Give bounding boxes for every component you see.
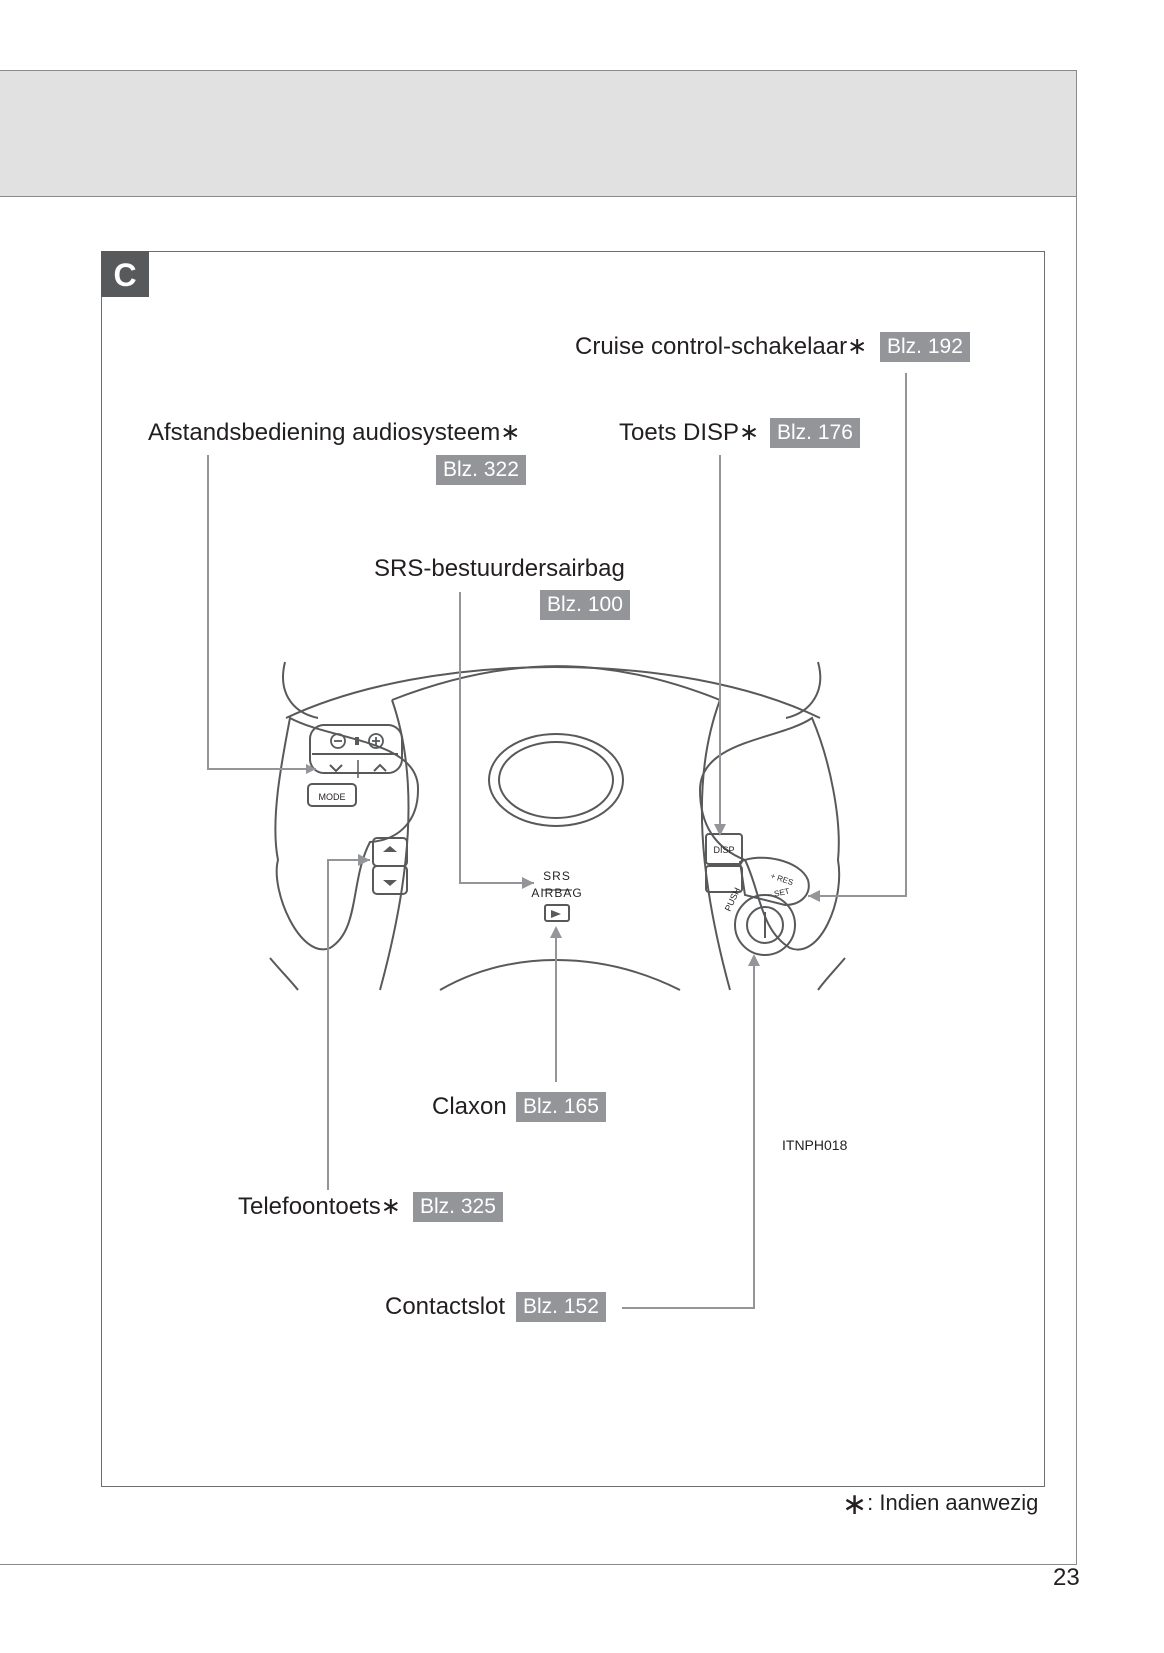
leader-phone xyxy=(327,859,370,1190)
volume-down-icon xyxy=(330,733,346,749)
header-band xyxy=(0,70,1077,197)
page-frame-bottom xyxy=(0,1564,1077,1565)
wheel-rim-top xyxy=(285,666,821,719)
audio-switch-body xyxy=(309,724,403,774)
leader-audio xyxy=(207,455,316,770)
volume-up-icon xyxy=(368,733,384,749)
leader-ignition xyxy=(622,956,755,1309)
audio-remote-page-ref[interactable]: Blz. 322 xyxy=(436,455,526,485)
seek-up-icon xyxy=(373,763,387,772)
footnote: ∗: Indien aanwezig xyxy=(842,1488,1039,1521)
srs-airbag-page-ref[interactable]: Blz. 100 xyxy=(540,590,630,620)
cruise-control-page-ref[interactable]: Blz. 192 xyxy=(880,332,970,362)
ignition-label: Contactslot xyxy=(385,1293,506,1320)
horn-icon xyxy=(544,904,570,922)
horn-page-ref[interactable]: Blz. 165 xyxy=(516,1092,606,1122)
disp-button-label: Toets DISP∗ xyxy=(619,419,760,446)
speaker-icon xyxy=(355,737,359,745)
srs-marking: SRS xyxy=(543,869,571,883)
seek-down-icon xyxy=(329,764,343,773)
section-badge: C xyxy=(101,251,149,297)
horn-label: Claxon xyxy=(432,1093,507,1120)
disp-button xyxy=(705,833,743,865)
srs-airbag-label: SRS-bestuurdersairbag xyxy=(374,555,625,582)
phone-off-hook-icon xyxy=(383,846,397,852)
illustration-code: ITNPH018 xyxy=(782,1137,848,1153)
audio-remote-label: Afstandsbediening audiosysteem∗ xyxy=(148,419,521,446)
page-number: 23 xyxy=(1053,1564,1080,1591)
phone-on-hook-button xyxy=(372,865,408,895)
mode-marking: MODE xyxy=(319,792,346,802)
phone-button-page-ref[interactable]: Blz. 325 xyxy=(413,1192,503,1222)
airbag-marking: AIRBAG xyxy=(531,886,582,900)
leader-srs xyxy=(459,592,534,884)
cruise-control-label: Cruise control-schakelaar∗ xyxy=(575,333,868,360)
ignition-page-ref[interactable]: Blz. 152 xyxy=(516,1292,606,1322)
ignition-outer xyxy=(734,894,796,956)
leader-cruise xyxy=(808,373,907,897)
disp-button-page-ref[interactable]: Blz. 176 xyxy=(770,418,860,448)
illustration-panel xyxy=(101,251,1045,1487)
cruise-lever xyxy=(738,856,810,907)
phone-on-hook-icon xyxy=(383,880,397,886)
emblem-outer xyxy=(488,733,624,827)
mode-button xyxy=(307,783,357,807)
phone-button-label: Telefoontoets∗ xyxy=(238,1193,401,1220)
ignition-inner xyxy=(746,906,784,944)
disp-marking: DISP xyxy=(713,845,734,855)
res-marking: + RES xyxy=(769,871,794,887)
page-frame-right xyxy=(1076,195,1077,1564)
emblem-inner xyxy=(498,741,614,819)
